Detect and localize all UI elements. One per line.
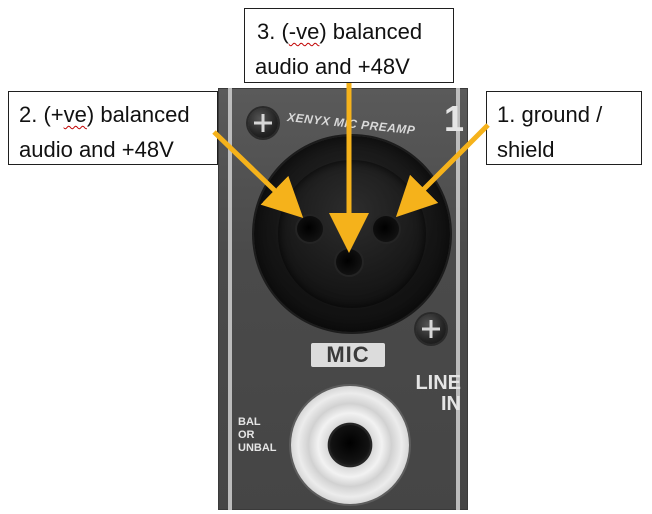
callout-pin-1: 1. ground / shield [486, 91, 642, 165]
callout-pin-2-line-2: audio and +48V [19, 137, 174, 162]
trs-jack-hole [330, 425, 370, 465]
callout-pin-2-prefix: 2. (+ [19, 102, 64, 127]
callout-pin-3-suffix: ) balanced [319, 19, 423, 44]
mic-badge: MIC [311, 343, 385, 367]
bal-line-3: UNBAL [238, 442, 277, 454]
bal-line-2: OR [238, 429, 255, 441]
panel-rail-right [456, 88, 460, 510]
line-in-line-2: IN [441, 393, 461, 415]
bal-unbal-label: BAL OR UNBAL [238, 416, 288, 455]
callout-pin-2-underlined: ve [63, 102, 87, 127]
callout-pin-2: 2. (+ve) balanced audio and +48V [8, 91, 218, 165]
screw-top-icon [248, 108, 278, 138]
callout-pin-3: 3. (-ve) balanced audio and +48V [244, 8, 454, 83]
line-in-line-1: LINE [415, 372, 461, 394]
callout-pin-2-suffix: ) balanced [86, 102, 190, 127]
callout-pin-3-prefix: 3. ( [257, 19, 289, 44]
xlr-pin-2 [297, 216, 323, 242]
screw-bottom-icon [416, 314, 446, 344]
xlr-pin-1 [373, 216, 399, 242]
channel-number: 1 [444, 98, 465, 139]
callout-pin-3-line-2: audio and +48V [255, 54, 410, 79]
arrow-pin-1 [395, 123, 490, 218]
callout-pin-2-line-1: 2. (+ve) balanced [19, 97, 207, 132]
callout-pin-3-line-1: 3. (-ve) balanced [255, 14, 443, 49]
callout-pin-1-line-2: shield [497, 137, 555, 162]
callout-pin-3-underlined: -ve [288, 19, 320, 44]
panel-rail-left [228, 88, 232, 510]
xlr-pin-3 [336, 249, 362, 275]
arrow-pin-2 [212, 130, 304, 218]
callout-pin-1-line-1: 1. ground / [497, 102, 603, 127]
bal-line-1: BAL [238, 416, 261, 428]
line-in-label: LINE IN [399, 373, 461, 415]
